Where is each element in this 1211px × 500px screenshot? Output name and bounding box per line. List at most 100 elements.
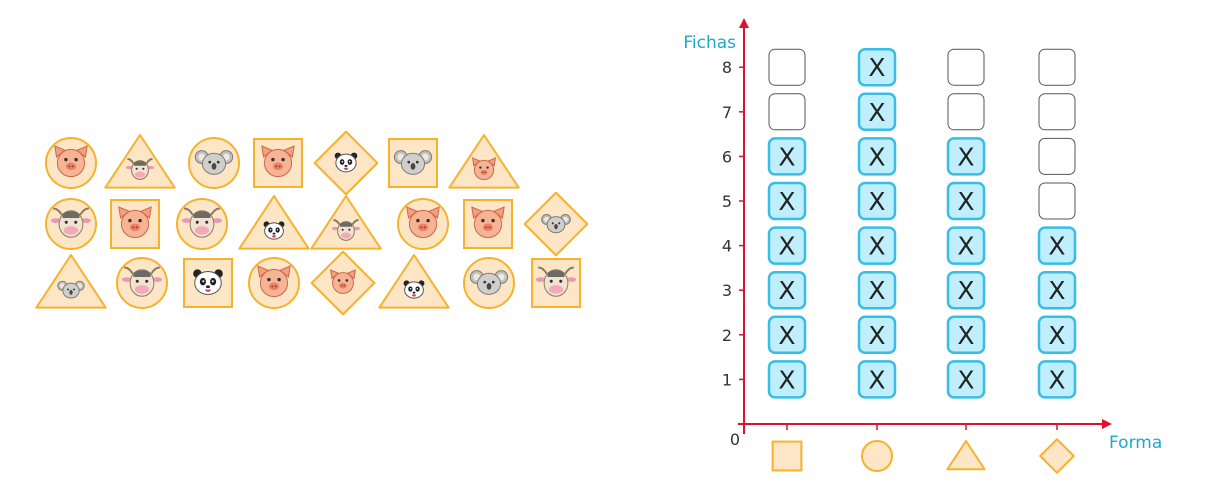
panda-face-icon — [263, 221, 285, 240]
count-box-empty — [1038, 182, 1076, 220]
y-tick-label: 5 — [722, 192, 732, 211]
count-box-checked: X — [946, 360, 986, 399]
tile-square-koala — [388, 138, 438, 188]
count-box-checked: X — [1037, 360, 1077, 399]
pig-face-icon — [406, 206, 440, 239]
circle-category-icon — [861, 440, 893, 472]
count-box-mark: X — [1048, 276, 1065, 305]
y-tick-label: 6 — [722, 147, 732, 166]
count-box-mark: X — [957, 321, 974, 350]
count-box-checked: X — [767, 270, 807, 310]
tile-circle-pig — [397, 198, 449, 250]
count-box-empty — [1038, 137, 1076, 175]
count-box-empty — [768, 48, 806, 86]
count-box-empty — [947, 93, 985, 131]
count-box-checked: X — [946, 226, 986, 265]
diamond-category-shape — [1039, 438, 1075, 474]
count-box-mark: X — [957, 142, 974, 171]
count-box-checked: X — [857, 47, 897, 87]
tile-square-pig — [253, 138, 303, 188]
tile-diamond-koala — [523, 191, 589, 257]
count-box-empty — [768, 93, 806, 131]
tile-square-panda — [183, 258, 233, 308]
count-box-checked: X — [1037, 226, 1077, 265]
koala-face-icon — [57, 280, 85, 299]
count-box-mark: X — [778, 276, 795, 305]
y-tick-label: 2 — [722, 326, 732, 345]
count-box-frame — [1038, 182, 1076, 220]
count-box-frame — [1037, 226, 1077, 265]
count-box-mark: X — [957, 365, 974, 394]
count-box-frame — [767, 315, 807, 355]
count-box-mark: X — [868, 232, 885, 261]
count-box-frame — [946, 181, 986, 221]
count-box-frame — [857, 92, 897, 132]
count-box-frame — [1038, 48, 1076, 86]
count-box-mark: X — [778, 365, 795, 394]
count-box-frame — [857, 181, 897, 221]
count-box-frame — [857, 137, 897, 176]
tile-circle-koala — [463, 257, 515, 309]
square-category-shape — [771, 440, 803, 472]
tile-circle-cow — [45, 198, 97, 250]
panda-face-icon — [403, 280, 425, 299]
count-box-frame — [767, 137, 807, 176]
count-box-checked: X — [767, 360, 807, 399]
count-box-checked: X — [946, 270, 986, 310]
count-box-checked: X — [767, 315, 807, 355]
tile-diamond-pig — [310, 250, 376, 316]
square-outline — [183, 258, 233, 308]
count-box-empty — [1038, 48, 1076, 86]
y-axis-arrow-icon — [739, 18, 749, 28]
count-box-frame — [1038, 93, 1076, 131]
tile-triangle-pig — [448, 134, 520, 189]
count-box-mark: X — [957, 276, 974, 305]
tile-square-pig — [110, 199, 160, 249]
count-box-checked: X — [857, 137, 897, 176]
count-box-mark: X — [778, 321, 795, 350]
y-tick-label: 8 — [722, 58, 732, 77]
cow-face-icon — [331, 219, 361, 241]
tile-square-cow — [531, 258, 581, 308]
count-box-frame — [768, 93, 806, 131]
count-box-frame — [857, 315, 897, 355]
count-box-mark: X — [1048, 365, 1065, 394]
x-axis-title: Forma — [1109, 433, 1162, 453]
triangle-outline — [238, 195, 310, 250]
count-box-mark: X — [868, 365, 885, 394]
count-box-checked: X — [857, 181, 897, 221]
count-box-mark: X — [1048, 321, 1065, 350]
count-box-empty — [1038, 93, 1076, 131]
count-box-mark: X — [957, 187, 974, 216]
count-box-checked: X — [946, 315, 986, 355]
count-box-frame — [857, 270, 897, 310]
count-box-checked: X — [1037, 315, 1077, 355]
cow-face-icon — [125, 158, 155, 180]
pig-face-icon — [257, 265, 291, 298]
tile-circle-cow — [176, 198, 228, 250]
count-box-mark: X — [868, 276, 885, 305]
pig-face-icon — [54, 145, 88, 178]
count-box-frame — [946, 270, 986, 310]
triangle-category-icon — [946, 440, 986, 471]
count-box-checked: X — [857, 270, 897, 310]
count-box-checked: X — [857, 92, 897, 132]
pig-face-icon — [118, 206, 152, 239]
count-box-checked: X — [857, 360, 897, 399]
panda-face-icon — [193, 269, 223, 296]
count-box-checked: X — [767, 226, 807, 265]
y-tick-label: 4 — [722, 237, 732, 256]
count-box-frame — [1037, 360, 1077, 399]
count-box-frame — [946, 137, 986, 176]
tile-circle-pig — [248, 257, 300, 309]
count-box-mark: X — [868, 142, 885, 171]
count-box-mark: X — [778, 187, 795, 216]
diamond-category-icon — [1039, 438, 1075, 474]
count-box-frame — [767, 270, 807, 310]
tile-circle-koala — [188, 137, 240, 189]
